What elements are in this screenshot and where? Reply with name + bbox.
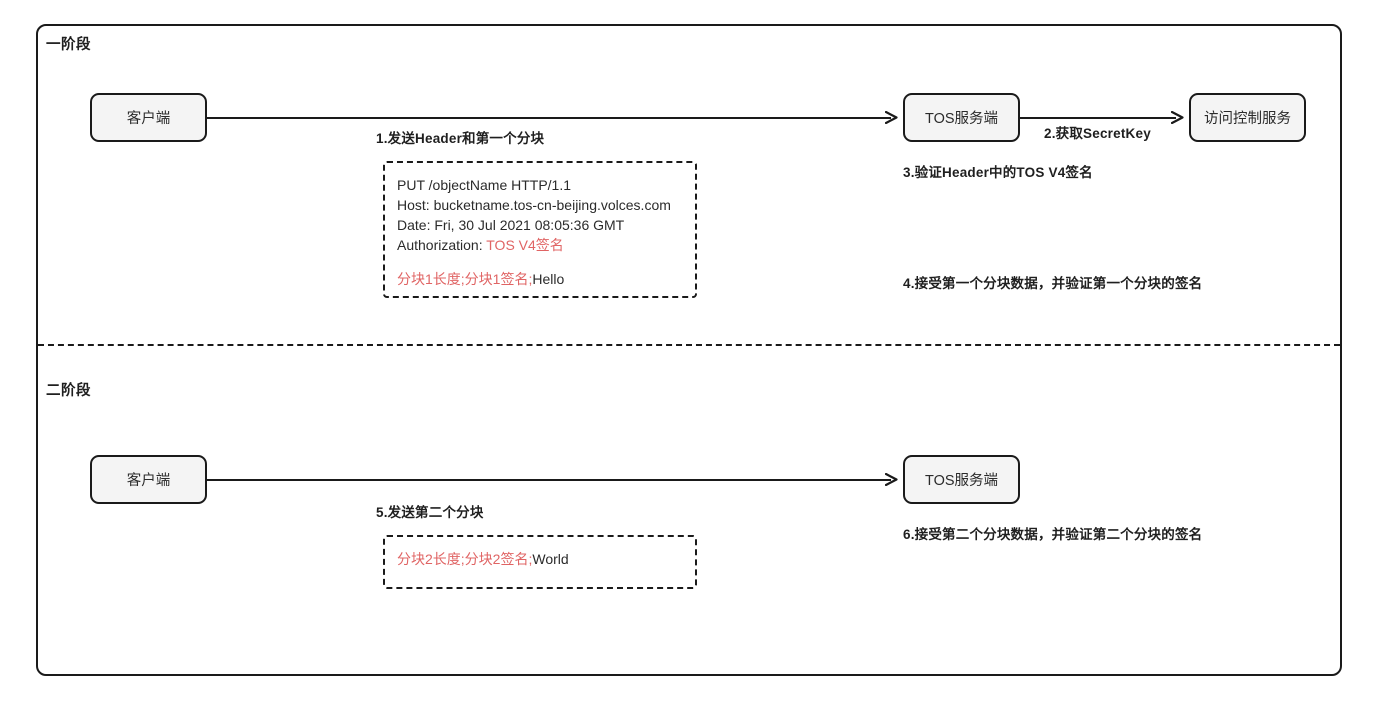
step-label-1: 1.发送Header和第一个分块 — [376, 131, 545, 146]
payload-chunk-two-data: World — [532, 551, 569, 567]
arrow-tos-to-acl-line — [1020, 117, 1176, 119]
payload-line-request-line: PUT /objectName HTTP/1.1 — [397, 177, 572, 193]
node-client-phase-one[interactable]: 客户端 — [90, 93, 207, 142]
phase-title-one: 一阶段 — [46, 37, 91, 53]
node-access-control-service[interactable]: 访问控制服务 — [1189, 93, 1306, 142]
payload-line-chunk-two: 分块2长度;分块2签名;World — [397, 549, 695, 569]
phase-divider — [38, 344, 1340, 346]
node-tos-server-phase-two[interactable]: TOS服务端 — [903, 455, 1020, 504]
payload-box-second-chunk: 分块2长度;分块2签名;World — [383, 535, 697, 589]
node-client-phase-two[interactable]: 客户端 — [90, 455, 207, 504]
payload-authorization-value: TOS V4签名 — [486, 237, 564, 253]
payload-blank-line — [397, 255, 695, 269]
arrow-right-icon — [885, 473, 898, 486]
payload-line-date: Date: Fri, 30 Jul 2021 08:05:36 GMT — [397, 217, 625, 233]
payload-chunk-two-meta: 分块2长度;分块2签名; — [397, 551, 533, 567]
payload-chunk-one-data: Hello — [532, 271, 565, 287]
phase-title-two: 二阶段 — [46, 383, 91, 399]
payload-authorization-prefix: Authorization: — [397, 237, 487, 253]
arrow-right-icon — [1171, 111, 1184, 124]
payload-line-host: Host: bucketname.tos-cn-beijing.volces.c… — [397, 197, 671, 213]
arrow-client-to-tos-line — [207, 117, 891, 119]
payload-line-authorization: Authorization: TOS V4签名 — [397, 235, 695, 255]
arrow-right-icon — [885, 111, 898, 124]
payload-box-request-headers: PUT /objectName HTTP/1.1 Host: bucketnam… — [383, 161, 697, 298]
payload-line-chunk-one: 分块1长度;分块1签名;Hello — [397, 269, 695, 289]
node-tos-server-phase-one[interactable]: TOS服务端 — [903, 93, 1020, 142]
payload-chunk-one-meta: 分块1长度;分块1签名; — [397, 271, 533, 287]
step-label-6: 6.接受第二个分块数据，并验证第二个分块的签名 — [903, 527, 1203, 542]
step-label-2: 2.获取SecretKey — [1044, 126, 1151, 141]
arrow-client-to-tos-line-phase-two — [207, 479, 891, 481]
step-label-3: 3.验证Header中的TOS V4签名 — [903, 165, 1093, 180]
step-label-5: 5.发送第二个分块 — [376, 505, 484, 520]
step-label-4: 4.接受第一个分块数据，并验证第一个分块的签名 — [903, 276, 1203, 291]
